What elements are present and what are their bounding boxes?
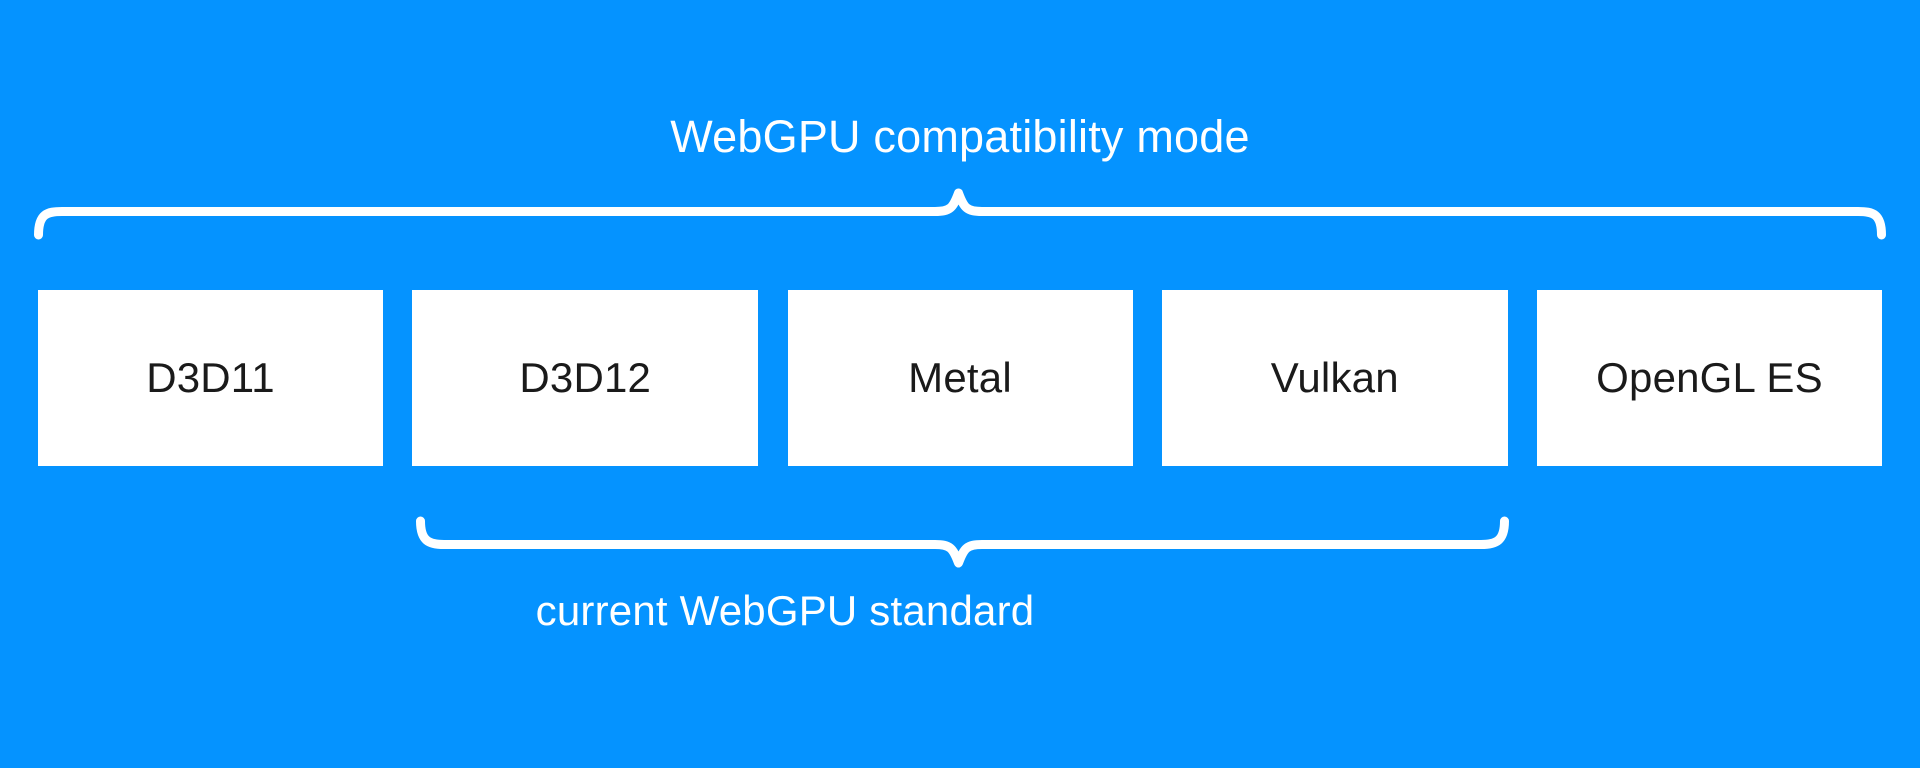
top-group-label: WebGPU compatibility mode xyxy=(670,111,1250,162)
platform-box-vulkan[interactable]: Vulkan xyxy=(1161,290,1508,466)
platform-box-opengl-es[interactable]: OpenGL ES xyxy=(1537,290,1882,466)
platform-box-d3d11[interactable]: D3D11 xyxy=(38,290,383,466)
platform-box-label: D3D12 xyxy=(519,354,652,401)
platform-box-label: D3D11 xyxy=(146,354,275,401)
platform-box-row: D3D11 D3D12 Metal Vulkan OpenGL ES xyxy=(38,290,1882,466)
platform-box-label: Metal xyxy=(908,354,1012,401)
bottom-group-label: current WebGPU standard xyxy=(535,587,1035,634)
platform-box-label: OpenGL ES xyxy=(1596,354,1823,401)
platform-box-label: Vulkan xyxy=(1270,354,1399,401)
bottom-group-brace-icon xyxy=(416,516,1509,568)
platform-box-d3d12[interactable]: D3D12 xyxy=(412,290,759,466)
platform-box-metal[interactable]: Metal xyxy=(787,290,1133,466)
top-group-brace-icon xyxy=(34,188,1886,240)
